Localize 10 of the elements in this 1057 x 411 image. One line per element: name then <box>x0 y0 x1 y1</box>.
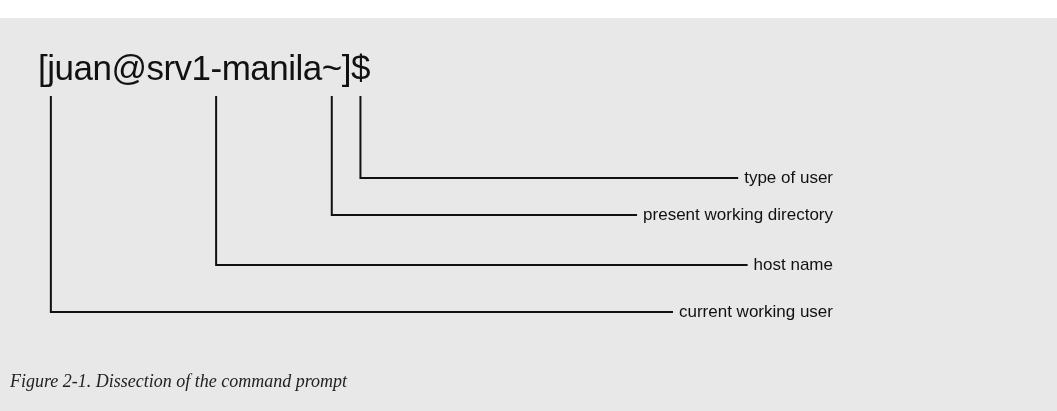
part-label: host name <box>753 254 833 276</box>
figure-caption: Figure 2-1. Dissection of the command prompt <box>10 370 348 393</box>
part-label: present working directory <box>643 204 833 226</box>
leader-line <box>49 95 674 313</box>
part-label: type of user <box>744 167 833 189</box>
leader-line <box>215 95 749 266</box>
command-prompt: [juan@srv1-manila~]$ <box>38 47 370 89</box>
leader-line <box>359 95 740 179</box>
leader-line <box>330 95 639 216</box>
part-label: current working user <box>679 301 833 323</box>
